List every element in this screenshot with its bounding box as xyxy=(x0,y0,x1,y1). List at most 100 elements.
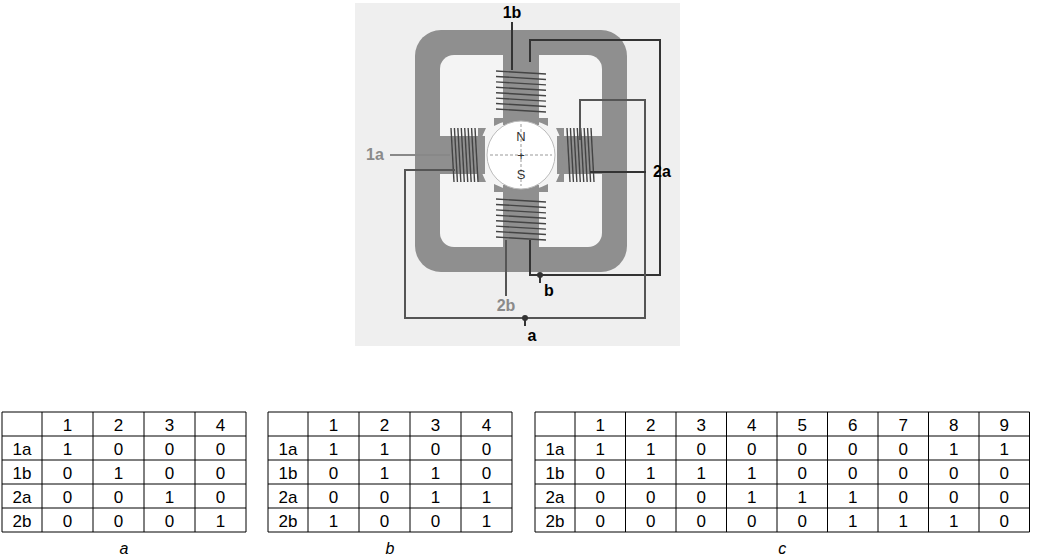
table-cell: 0 xyxy=(114,441,123,458)
winding xyxy=(496,210,546,213)
table-rule xyxy=(2,460,246,461)
winding xyxy=(496,226,546,229)
table-cell: 0 xyxy=(165,465,174,482)
table-cell: 3 xyxy=(431,417,440,434)
table-rule xyxy=(268,436,512,437)
table-rule xyxy=(625,412,626,532)
table-cell: 0 xyxy=(1000,513,1009,530)
table-cell: 0 xyxy=(596,489,605,506)
wire-1b xyxy=(511,22,513,70)
winding xyxy=(451,128,454,182)
table-cell: 0 xyxy=(1000,489,1009,506)
motor-label: 2a xyxy=(653,164,671,180)
table-rule xyxy=(268,508,512,509)
winding xyxy=(496,221,546,224)
terminal-dot xyxy=(522,315,528,321)
table-rule xyxy=(726,412,727,532)
motor-label: S xyxy=(517,168,526,181)
table-cell: 0 xyxy=(482,441,491,458)
table-cell: 0 xyxy=(431,513,440,530)
table-cell: 0 xyxy=(596,513,605,530)
table-cell: 1b xyxy=(546,465,565,482)
winding xyxy=(496,93,546,96)
table-cell: 0 xyxy=(329,489,338,506)
table-rule xyxy=(144,412,145,532)
table-cell: 1 xyxy=(63,441,72,458)
table-rule xyxy=(2,484,246,485)
winding xyxy=(496,104,546,107)
table-cell: 1a xyxy=(546,441,565,458)
table-cell: 1 xyxy=(165,489,174,506)
table-rule xyxy=(42,412,43,532)
table-cell: 3 xyxy=(165,417,174,434)
table-cell: 1 xyxy=(949,513,958,530)
table-cell: 3 xyxy=(697,417,706,434)
table-cell: 0 xyxy=(482,465,491,482)
table-cell: 1 xyxy=(329,513,338,530)
stator-window xyxy=(440,55,602,247)
winding xyxy=(458,128,461,182)
table-cell: 2a xyxy=(13,489,32,506)
wire-1-common xyxy=(530,40,660,275)
table-rule xyxy=(308,412,309,532)
table-rule xyxy=(979,412,980,532)
table-cell: 7 xyxy=(899,417,908,434)
table-cell: 2a xyxy=(279,489,298,506)
pole-shoe xyxy=(556,128,564,182)
table-cell: 0 xyxy=(63,465,72,482)
table-cell: 4 xyxy=(216,417,225,434)
table-rule xyxy=(2,436,246,437)
table-cell: 0 xyxy=(899,465,908,482)
table-cell: 1 xyxy=(646,441,655,458)
table-rule xyxy=(461,412,462,532)
table-rule xyxy=(512,412,513,532)
winding xyxy=(496,237,546,240)
table-rule xyxy=(535,412,536,532)
wire-2a xyxy=(590,171,646,173)
table-cell: 4 xyxy=(482,417,491,434)
motor-label: 1b xyxy=(503,5,522,21)
winding xyxy=(588,128,591,182)
winding xyxy=(454,128,457,182)
table-cell: 1 xyxy=(216,513,225,530)
table-rule xyxy=(777,412,778,532)
winding xyxy=(574,128,577,182)
table-cell: 0 xyxy=(798,441,807,458)
winding xyxy=(472,128,475,182)
table-caption: c xyxy=(778,541,786,557)
winding xyxy=(496,199,546,202)
table-cell: 0 xyxy=(899,489,908,506)
table-cell: 0 xyxy=(114,489,123,506)
table-cell: 2 xyxy=(380,417,389,434)
table-rule xyxy=(2,508,246,509)
table-cell: 1 xyxy=(431,465,440,482)
table-cell: 0 xyxy=(1000,465,1009,482)
table-cell: 1 xyxy=(697,465,706,482)
table-cell: 8 xyxy=(949,417,958,434)
table-cell: 1 xyxy=(747,465,756,482)
table-cell: 0 xyxy=(949,465,958,482)
table-cell: 0 xyxy=(216,441,225,458)
table-cell: 1 xyxy=(1000,441,1009,458)
table-cell: 0 xyxy=(848,465,857,482)
winding xyxy=(496,71,546,74)
table-cell: 0 xyxy=(114,513,123,530)
wires xyxy=(390,22,660,326)
table-cell: 4 xyxy=(747,417,756,434)
table-cell: 0 xyxy=(798,513,807,530)
winding xyxy=(581,128,584,182)
table-cell: 2 xyxy=(114,417,123,434)
winding xyxy=(496,109,546,112)
table-rule xyxy=(535,532,1030,533)
table-cell: 0 xyxy=(329,465,338,482)
table-rule xyxy=(359,412,360,532)
table-rule xyxy=(2,412,3,532)
table-rule xyxy=(2,412,246,413)
table-cell: 1 xyxy=(899,513,908,530)
table-cell: 0 xyxy=(747,441,756,458)
winding xyxy=(496,215,546,218)
rotor xyxy=(487,121,555,189)
table-cell: 1 xyxy=(747,489,756,506)
winding xyxy=(461,128,464,182)
table-rule xyxy=(268,412,512,413)
